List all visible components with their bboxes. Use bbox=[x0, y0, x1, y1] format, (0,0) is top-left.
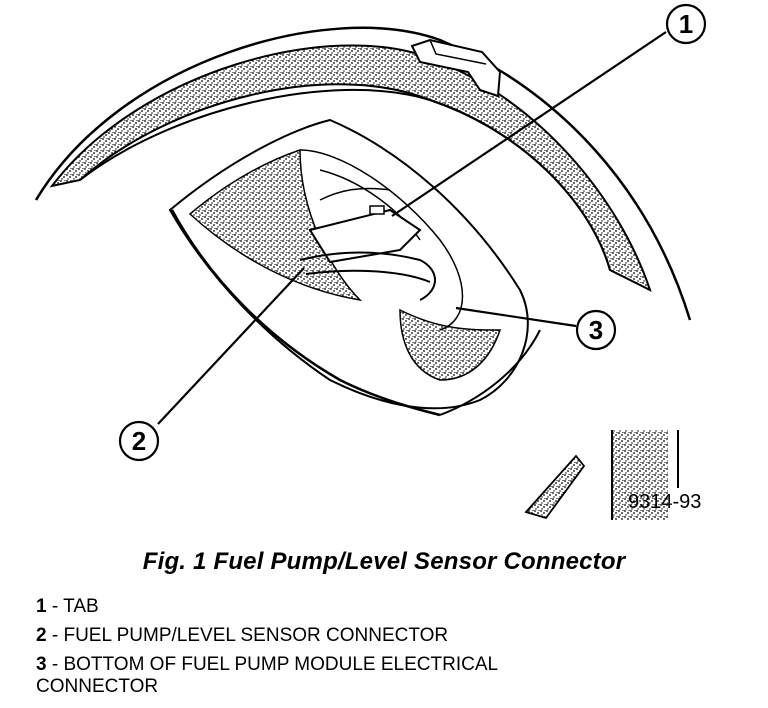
callout-2-label: 2 bbox=[132, 426, 146, 456]
legend-item-number: 1 bbox=[36, 596, 47, 617]
legend-item-text: TAB bbox=[63, 596, 99, 617]
figure-caption: Fig. 1 Fuel Pump/Level Sensor Connector bbox=[142, 548, 626, 575]
callout-2: 2 bbox=[118, 420, 160, 462]
legend-item-separator: - bbox=[46, 596, 64, 617]
legend-item-number: 2 bbox=[36, 625, 47, 646]
figure-code: 9314-93 bbox=[628, 491, 701, 513]
rim-connector-block bbox=[410, 38, 502, 98]
legend-item-text: BOTTOM OF FUEL PUMP MODULE ELECTRICAL CO… bbox=[36, 654, 498, 697]
legend-item-number: 3 bbox=[36, 654, 47, 675]
callout-3-label: 3 bbox=[589, 315, 603, 345]
legend-item: 1 - TAB bbox=[36, 596, 736, 618]
legend: 1 - TAB 2 - FUEL PUMP/LEVEL SENSOR CONNE… bbox=[36, 596, 736, 705]
tank-rim bbox=[34, 26, 692, 321]
callout-1: 1 bbox=[665, 3, 707, 45]
callout-1-label: 1 bbox=[679, 9, 693, 39]
lower-panel bbox=[170, 209, 541, 417]
fuel-pump-connector-illustration: 1 2 3 9314-93 bbox=[34, 3, 707, 520]
legend-item-separator: - bbox=[46, 654, 64, 675]
harness-connector bbox=[299, 187, 436, 301]
callout-3: 3 bbox=[575, 309, 617, 351]
legend-item-separator: - bbox=[46, 625, 64, 646]
module-opening bbox=[168, 118, 529, 410]
cross-section-detail bbox=[524, 430, 679, 520]
legend-item: 2 - FUEL PUMP/LEVEL SENSOR CONNECTOR bbox=[36, 625, 736, 647]
legend-item: 3 - BOTTOM OF FUEL PUMP MODULE ELECTRICA… bbox=[36, 654, 596, 698]
legend-item-text: FUEL PUMP/LEVEL SENSOR CONNECTOR bbox=[63, 625, 449, 646]
leader-lines bbox=[157, 31, 667, 425]
